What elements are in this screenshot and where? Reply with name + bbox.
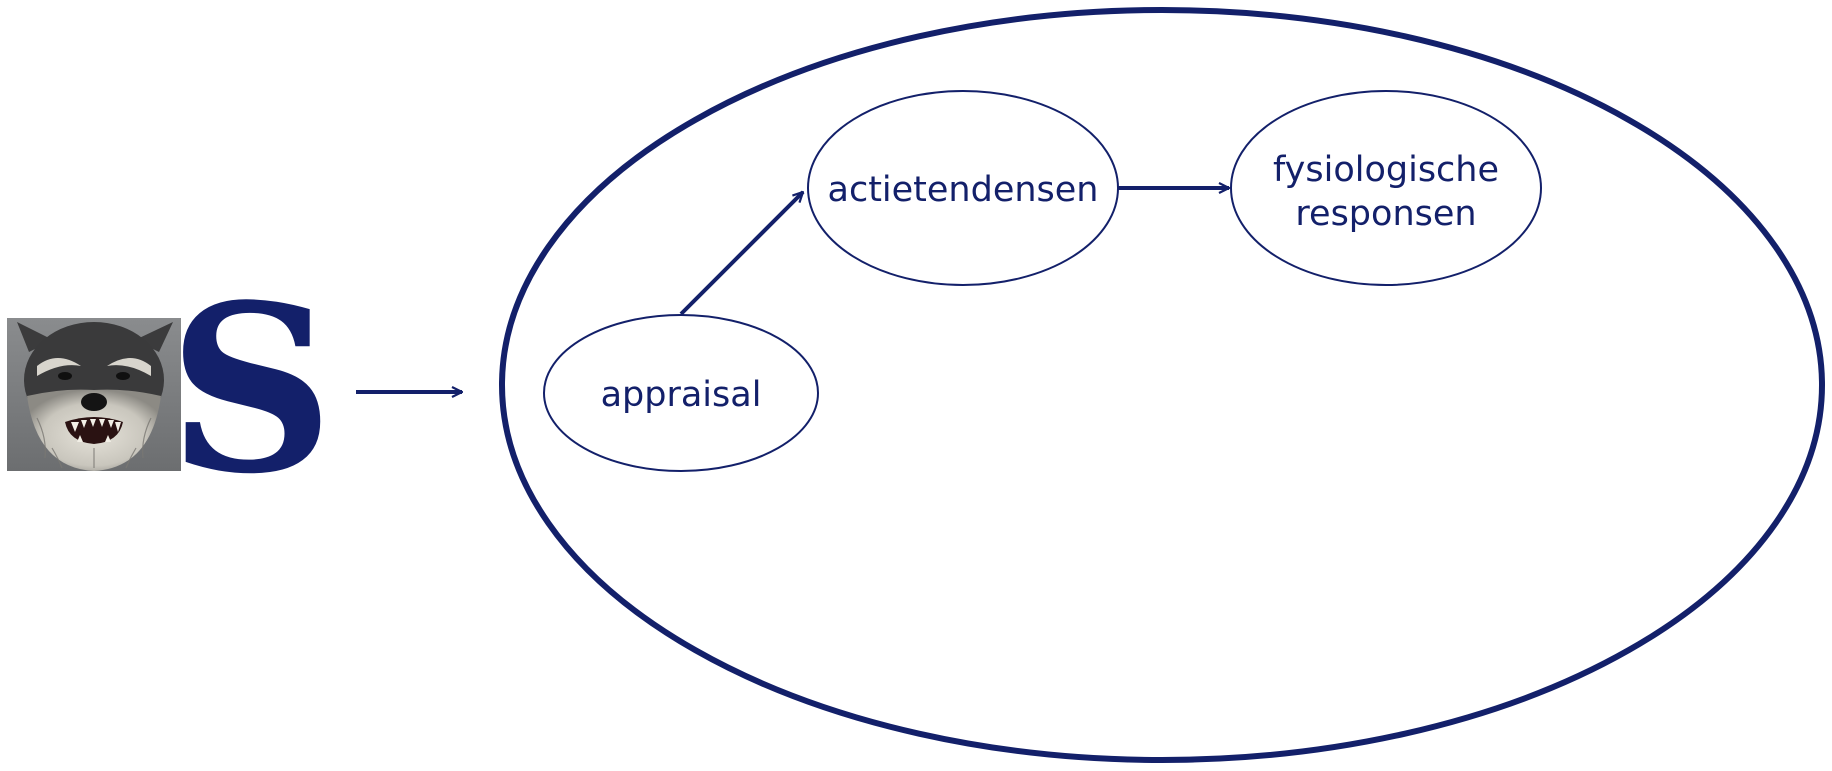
fysiologische-responsen-node: fysiologische responsen (1230, 90, 1542, 286)
stimulus-letter: S (168, 255, 334, 525)
fysiologische-label-line2: responsen (1295, 194, 1476, 234)
snarling-dog-photo (7, 318, 181, 471)
emotion-process-ellipse (499, 7, 1825, 763)
actietendensen-label: actietendensen (828, 170, 1099, 210)
appraisal-label: appraisal (601, 375, 762, 415)
fysiologische-label-line1: fysiologische (1273, 150, 1499, 190)
appraisal-node: appraisal (543, 314, 819, 472)
actietendensen-node: actietendensen (807, 90, 1119, 286)
appraisal-to-actietendensen-arrow (679, 192, 803, 316)
